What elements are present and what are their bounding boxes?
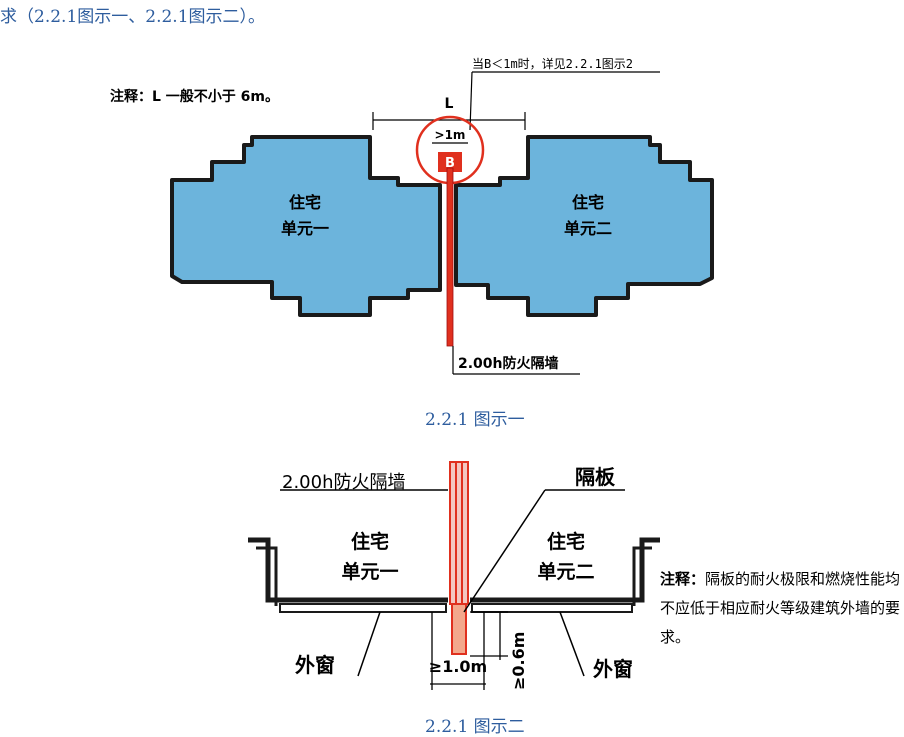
fig2-unit1-line1: 住宅: [351, 530, 389, 553]
fire-wall-line: [446, 167, 454, 347]
fig2-unit2-line2: 单元二: [537, 560, 594, 583]
label-B-box: [438, 152, 462, 172]
dim-width-label: ≥1.0m: [429, 657, 487, 676]
dim-1m-label: >1m: [435, 128, 466, 142]
figure1-note: 注释：L 一般不小于 6m。: [110, 89, 279, 105]
intro-text: 求（2.2.1图示一、2.2.1图示二）。: [0, 7, 266, 27]
figure2-caption: 2.2.1 图示二: [425, 717, 525, 737]
fig2-unit2-line1: 住宅: [547, 530, 585, 553]
note2-body: 隔板的耐火极限和燃烧性能均不应低于相应耐火等级建筑外墙的要求。: [660, 570, 901, 646]
window-left: [279, 603, 447, 613]
partition-board: [451, 603, 467, 655]
figure2-note: 注释：隔板的耐火极限和燃烧性能均不应低于相应耐火等级建筑外墙的要求。: [660, 565, 904, 652]
unit1-block: [170, 135, 442, 317]
window-right: [471, 603, 633, 613]
fire-wall-2: [449, 461, 469, 605]
left-wall: [248, 537, 448, 603]
figure1-caption: 2.2.1 图示一: [425, 410, 525, 430]
figure1-callout: 当B＜1m时，详见2.2.1图示2: [472, 57, 634, 71]
note2-title: 注释：: [660, 570, 706, 588]
unit1-label-line2: 单元一: [281, 219, 329, 238]
unit2-label-line2: 单元二: [564, 219, 612, 238]
dim-L-label: L: [445, 96, 454, 112]
right-wall: [470, 537, 660, 603]
window-right-label: 外窗: [593, 657, 633, 681]
fire-wall-label: 2.00h防火隔墙: [458, 355, 559, 372]
unit2-block: [454, 135, 714, 317]
partition-label: 隔板: [575, 465, 616, 489]
partition-leader: [463, 489, 546, 613]
unit1-label-line1: 住宅: [289, 193, 321, 212]
fire-wall-label-2: 2.00h防火隔墙: [282, 472, 406, 493]
window-left-label: 外窗: [295, 653, 335, 677]
unit2-label-line1: 住宅: [572, 193, 604, 212]
fig2-unit1-line2: 单元一: [341, 560, 398, 583]
label-B: B: [445, 156, 455, 171]
dim-height-label: ≥0.6m: [509, 632, 528, 690]
